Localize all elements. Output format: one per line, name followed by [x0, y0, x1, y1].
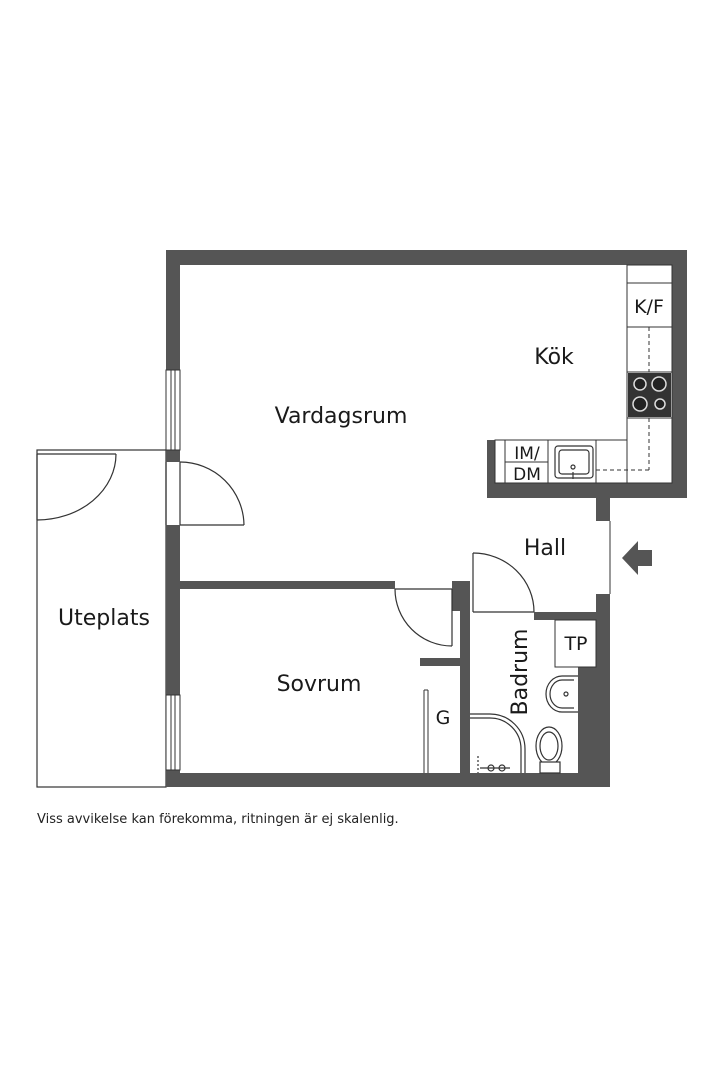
label-kf: K/F [634, 296, 664, 318]
washbasin-icon [545, 675, 578, 713]
window-lower [165, 694, 181, 771]
toilet-icon [535, 726, 563, 774]
label-kok: Kök [534, 345, 574, 370]
label-dm: DM [513, 465, 541, 485]
badrum-door [472, 552, 535, 613]
outer-walls [166, 250, 687, 787]
uteplats-area [36, 449, 167, 788]
shower-icon [470, 713, 526, 773]
sovrum-door [394, 588, 453, 647]
uteplats-door [36, 453, 117, 521]
kitchen-sink-icon [554, 445, 594, 479]
label-uteplats: Uteplats [58, 606, 150, 631]
wardrobe [423, 689, 429, 773]
disclaimer-note: Viss avvikelse kan förekomma, ritningen … [37, 812, 399, 827]
terrace-door [165, 461, 245, 526]
window-upper [165, 369, 181, 451]
label-vardagsrum: Vardagsrum [275, 404, 408, 429]
label-sovrum: Sovrum [277, 672, 362, 697]
label-badrum: Badrum [508, 629, 533, 716]
label-tp: TP [563, 633, 587, 655]
inner-walls [180, 581, 596, 787]
label-im: IM/ [514, 444, 540, 464]
label-g: G [436, 707, 451, 729]
label-hall: Hall [524, 536, 566, 561]
entrance-arrow-icon [622, 541, 652, 575]
stove-icon [628, 373, 671, 417]
tp-box [554, 619, 597, 668]
